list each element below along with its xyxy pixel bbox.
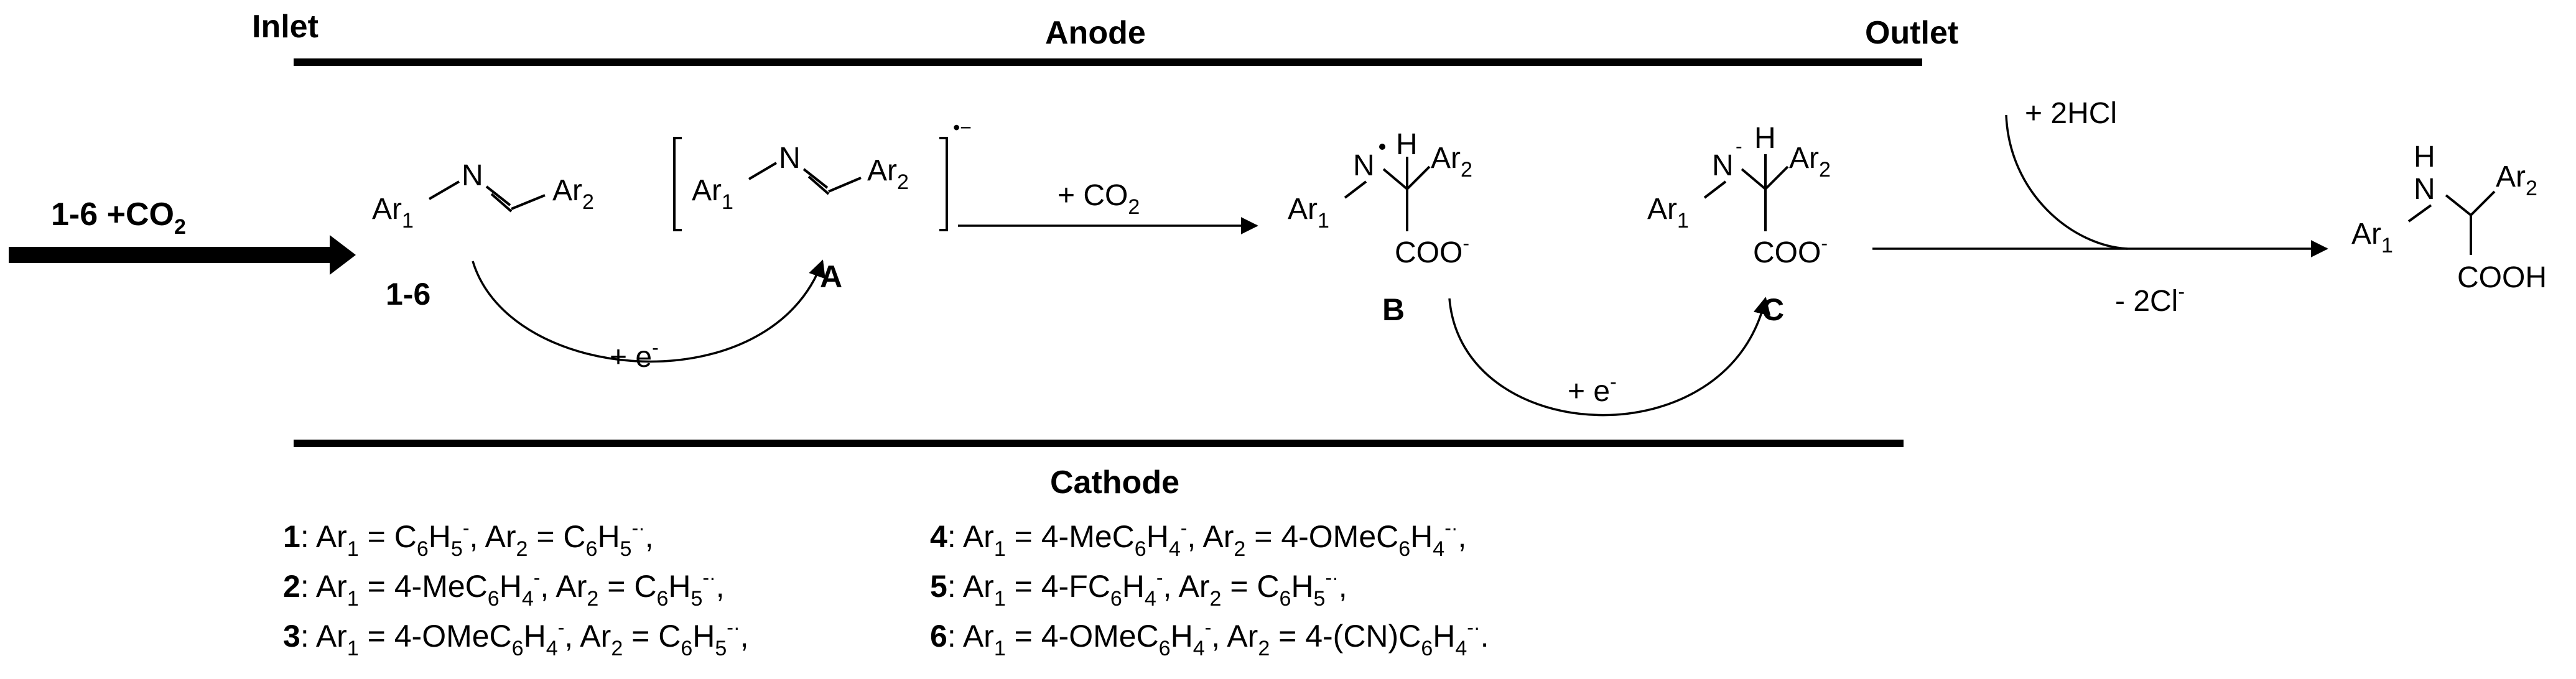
radical-anion-label: A (820, 259, 842, 294)
svg-text:H: H (2414, 141, 2435, 173)
electron-label-1: + e- (610, 336, 659, 374)
svg-text:N: N (462, 159, 483, 192)
legend-entry-6: 6: Ar1 = 4-OMeC6H4-, Ar2 = 4-(CN)C6H4-·. (930, 616, 1489, 660)
electron-transfer-arc-1 (472, 259, 825, 363)
anion-structure: Ar1 N - H Ar2 COO- (1647, 122, 1831, 269)
anion-label: C (1762, 292, 1784, 327)
anode-label: Anode (1045, 15, 1146, 51)
svg-text:Ar1: Ar1 (1288, 193, 1329, 233)
svg-text:COO-: COO- (1395, 232, 1469, 269)
hcl-label: + 2HCl (2025, 97, 2117, 130)
outlet-label: Outlet (1865, 15, 1958, 51)
feed-arrowhead (330, 235, 356, 275)
svg-text:H: H (1396, 128, 1418, 161)
compound-legend: 1: Ar1 = C6H5-, Ar2 = C6H5-·, 2: Ar1 = 4… (283, 517, 1489, 660)
legend-entry-2: 2: Ar1 = 4-MeC6H4-, Ar2 = C6H5-·, (283, 566, 725, 611)
svg-text:N: N (1353, 149, 1375, 182)
radical-structure: Ar1 N H Ar2 COO- (1288, 128, 1472, 269)
svg-text:Ar2: Ar2 (1431, 142, 1472, 182)
electron-label-2: + e- (1568, 371, 1617, 408)
co2-label: + CO2 (1058, 179, 1140, 219)
svg-text:Ar1: Ar1 (372, 193, 414, 233)
svg-text:Ar1: Ar1 (1647, 193, 1689, 233)
svg-text:Ar2: Ar2 (552, 174, 594, 214)
svg-text:Ar1: Ar1 (692, 174, 733, 214)
radical-anion-structure: •− Ar1 N Ar2 (673, 116, 972, 231)
svg-text:N: N (779, 142, 801, 175)
imine-label: 1-6 (386, 277, 430, 312)
svg-text:N: N (1712, 149, 1734, 182)
radical-label: B (1382, 292, 1405, 327)
electron-transfer-arc-2 (1448, 297, 1771, 417)
chloride-label: - 2Cl- (2115, 280, 2185, 318)
cathode-label: Cathode (1050, 464, 1179, 501)
svg-text:Ar2: Ar2 (2496, 160, 2537, 200)
svg-text:COOH: COOH (2457, 261, 2547, 294)
svg-text:H: H (1754, 122, 1776, 155)
legend-entry-3: 3: Ar1 = 4-OMeC6H4-, Ar2 = C6H5-·, (283, 616, 749, 660)
feed-label: 1-6 +CO2 (51, 196, 186, 239)
svg-text:-: - (1736, 135, 1742, 157)
svg-text:Ar2: Ar2 (1789, 142, 1831, 182)
amino-acid-product-structure: Ar1 H N Ar2 COOH (2351, 141, 2547, 294)
svg-text:Ar1: Ar1 (2351, 218, 2393, 257)
svg-text:Ar2: Ar2 (867, 154, 909, 194)
imine-structure: Ar1 N Ar2 (372, 159, 594, 233)
svg-text:COO-: COO- (1753, 232, 1828, 269)
legend-entry-1: 1: Ar1 = C6H5-, Ar2 = C6H5-·, (283, 517, 654, 561)
legend-entry-5: 5: Ar1 = 4-FC6H4-, Ar2 = C6H5-·, (930, 566, 1347, 611)
svg-text:•−: •− (953, 116, 972, 139)
svg-text:N: N (2414, 173, 2435, 206)
inlet-label: Inlet (252, 9, 319, 45)
hcl-curve (2005, 114, 2128, 250)
legend-entry-4: 4: Ar1 = 4-MeC6H4-, Ar2 = 4-OMeC6H4-·, (930, 517, 1466, 561)
